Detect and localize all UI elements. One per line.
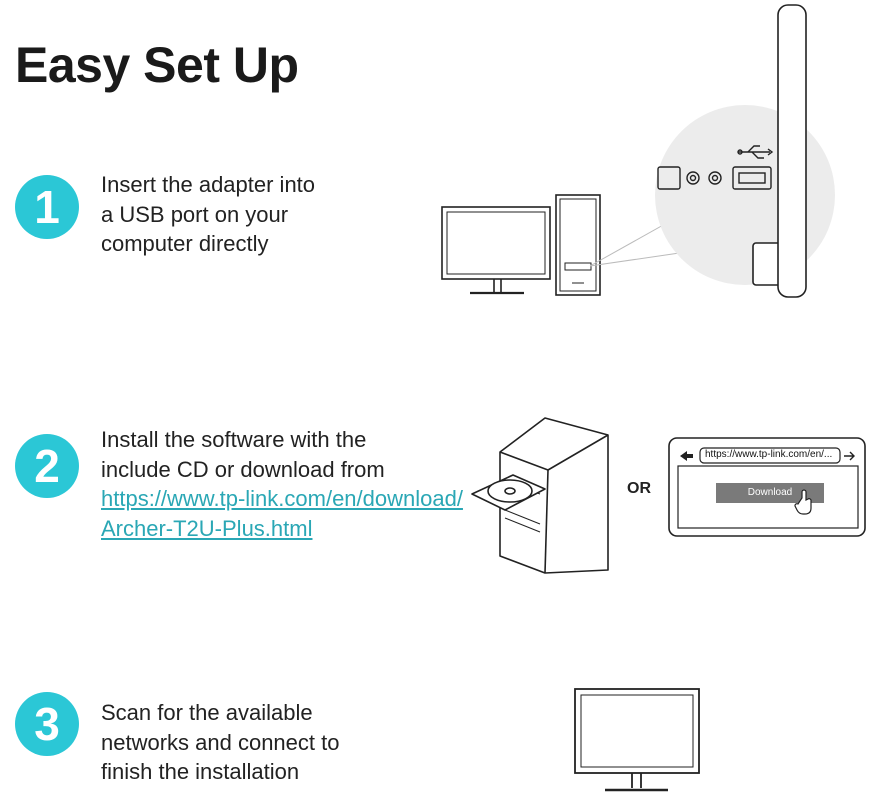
download-button[interactable]: Download	[747, 487, 793, 498]
step-3-line-2: networks and connect to	[101, 729, 340, 755]
download-link-line-2[interactable]: Archer-T2U-Plus.html	[101, 515, 313, 541]
page-title: Easy Set Up	[15, 37, 299, 93]
step-3-line-3: finish the installation	[101, 759, 300, 784]
step-3-line-1: Scan for the available	[101, 700, 313, 725]
hand-cursor-icon	[794, 489, 812, 515]
forward-arrow-icon	[844, 451, 855, 461]
monitor-screen-icon	[574, 688, 700, 774]
step-1-line-1: Insert the adapter into	[101, 172, 316, 197]
step-1-text: Insert the adapter into a USB port on yo…	[101, 170, 315, 259]
step-3-badge: 3	[15, 692, 79, 756]
step-2-line-2: include CD or download from	[101, 456, 385, 482]
step-2-badge: 2	[15, 434, 79, 498]
download-link-line-1[interactable]: https://www.tp-link.com/en/download/	[101, 486, 463, 511]
download-button-bg	[716, 483, 824, 503]
tower-icon	[555, 194, 601, 296]
step-1-badge: 1	[15, 175, 79, 239]
monitor-icon	[441, 206, 551, 280]
step-2-text: Install the software with the include CD…	[101, 425, 463, 543]
antenna-icon	[777, 4, 807, 298]
usb-port-icon	[732, 166, 772, 190]
back-arrow-icon	[680, 451, 693, 461]
or-label: OR	[627, 480, 651, 497]
step-1-line-3: computer directly	[101, 231, 269, 256]
step-1-line-2: a USB port on your	[101, 201, 289, 227]
browser-url: https://www.tp-link.com/en/...	[705, 449, 833, 460]
step-3-text: Scan for the available networks and conn…	[101, 698, 339, 787]
step-2-line-1: Install the software with the	[101, 427, 367, 452]
